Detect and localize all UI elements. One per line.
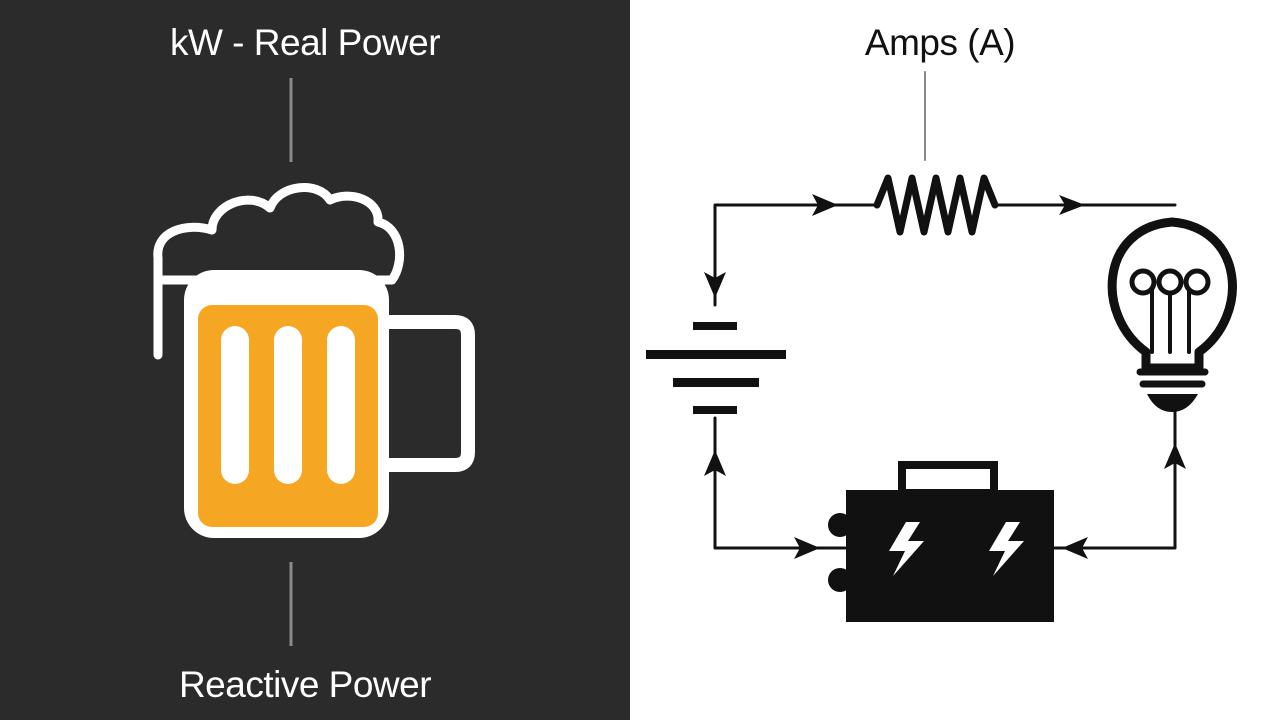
battery-pack-icon xyxy=(828,461,1054,622)
arrow-icon xyxy=(812,194,838,216)
lightning-bolt-icon xyxy=(989,522,1024,576)
mug-handle xyxy=(382,315,475,472)
mug-rib-1 xyxy=(221,326,249,484)
amps-label: Amps (A) xyxy=(864,22,1016,63)
mug-rib-2 xyxy=(274,326,302,484)
top-wire xyxy=(713,203,879,307)
left-panel: kW - Real Power Reactive Power xyxy=(0,0,630,720)
lightning-bolt-icon xyxy=(889,522,924,576)
current-arrows xyxy=(704,194,1186,559)
battery-cell-icon xyxy=(646,322,786,414)
mug-rib-3 xyxy=(327,326,355,484)
arrow-icon xyxy=(704,450,726,476)
circuit-illustration xyxy=(646,71,1237,622)
light-bulb-icon xyxy=(1107,217,1237,412)
right-bottom-wire xyxy=(1053,408,1177,550)
reactive-power-label: Reactive Power xyxy=(178,664,432,705)
real-power-label: kW - Real Power xyxy=(169,22,441,63)
beer-mug-illustration xyxy=(153,78,475,646)
left-bottom-wire xyxy=(713,416,847,550)
arrow-icon xyxy=(1164,443,1186,469)
arrow-icon xyxy=(1062,537,1088,559)
resistor-icon xyxy=(873,174,999,236)
beer-mug-icon xyxy=(153,183,475,538)
arrow-icon xyxy=(794,537,820,559)
arrow-icon xyxy=(704,272,726,298)
right-panel: Amps (A) xyxy=(630,0,1280,720)
arrow-icon xyxy=(1059,195,1085,215)
